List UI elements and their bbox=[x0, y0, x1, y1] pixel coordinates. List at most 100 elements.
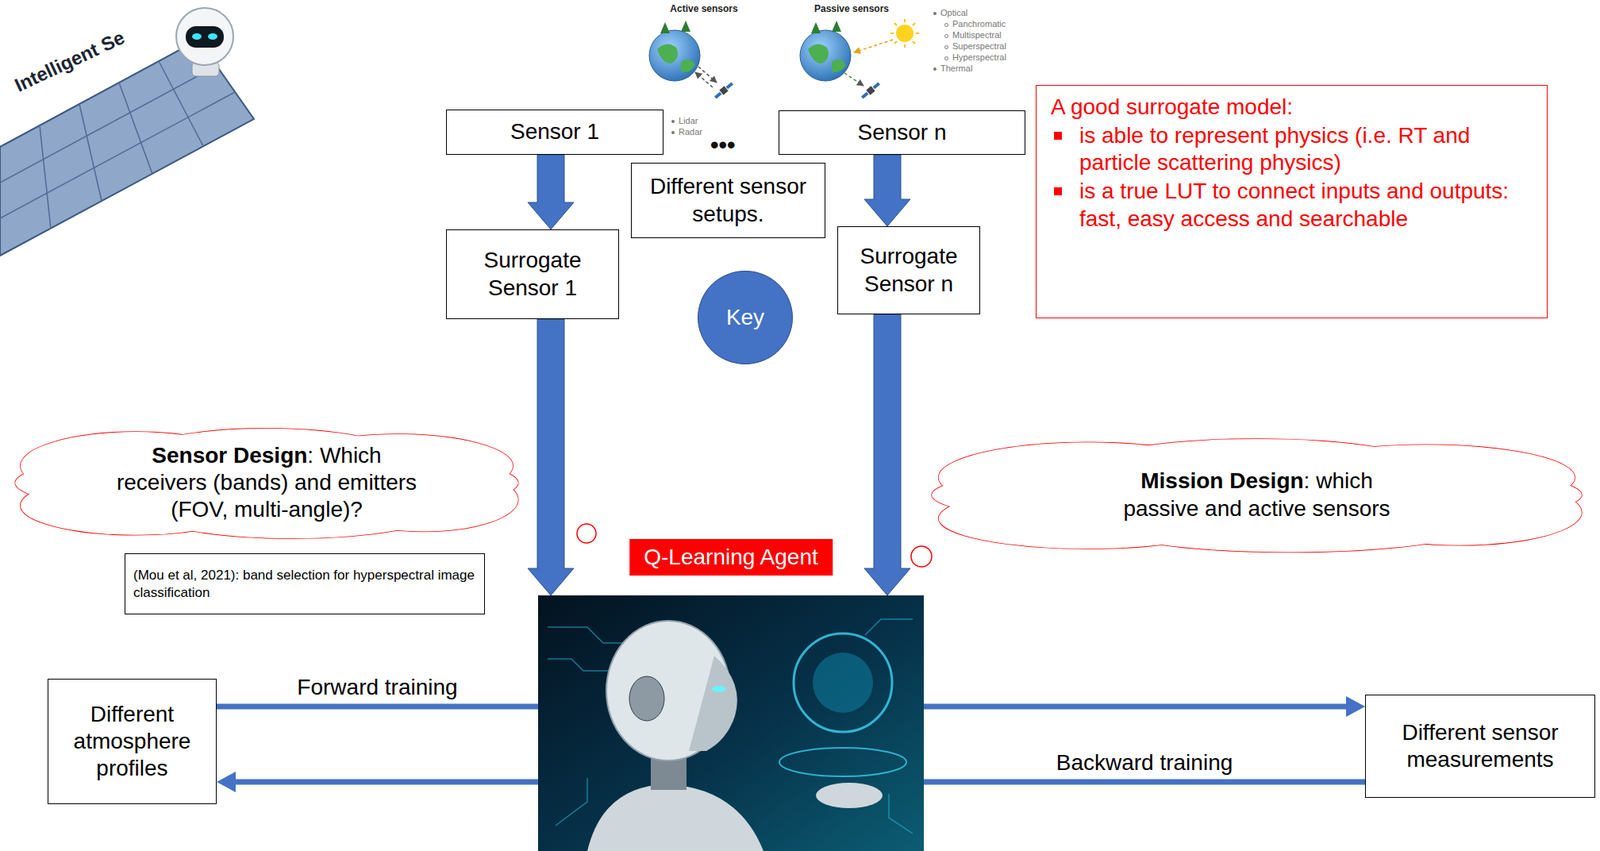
ray bbox=[912, 23, 916, 26]
bullet-item: Multispectral bbox=[944, 30, 1002, 40]
bullet-dot bbox=[933, 67, 937, 71]
arrow-line bbox=[235, 779, 539, 785]
tree bbox=[811, 22, 821, 34]
sensor-list-subitem: Hyperspectral bbox=[952, 52, 1007, 62]
arrow-line bbox=[216, 703, 539, 710]
thought-bubble bbox=[576, 523, 597, 543]
bullet-dot bbox=[944, 23, 949, 27]
satellite-wing bbox=[861, 92, 869, 100]
ray bbox=[903, 19, 906, 23]
cloud-outline bbox=[918, 436, 1596, 554]
bullet-item: Lidar bbox=[671, 115, 698, 126]
cloud-text: Sensor Design: Which receivers (bands) a… bbox=[103, 442, 430, 524]
note-box: A good surrogate model:is able to repres… bbox=[1035, 84, 1548, 319]
signal-arrow bbox=[844, 73, 864, 86]
edge-label: Backward training bbox=[1053, 750, 1237, 776]
sensor-list-subitem: Superspectral bbox=[952, 41, 1007, 51]
robot-face bbox=[688, 655, 738, 751]
signal-arrow bbox=[695, 72, 713, 88]
circuit bbox=[888, 793, 913, 834]
sensor-box: Sensor 1 bbox=[446, 109, 664, 155]
arrow-head bbox=[216, 771, 236, 793]
process-box: Different sensor setups. bbox=[630, 162, 826, 239]
circuit bbox=[547, 658, 612, 671]
bullet-dot bbox=[671, 130, 675, 135]
circuit bbox=[555, 777, 588, 826]
agent-heading: Q-Learning Agent bbox=[629, 538, 833, 576]
sensor-type-heading-wrap: Active sensors bbox=[664, 3, 744, 15]
node-text: Surrogate Sensor 1 bbox=[456, 246, 609, 301]
bullet-square bbox=[1053, 187, 1062, 196]
panel-line bbox=[0, 92, 235, 219]
key-circle: Key bbox=[697, 270, 793, 365]
sensor-list-subitem: Panchromatic bbox=[952, 19, 1006, 29]
bullet-item: Hyperspectral bbox=[944, 52, 1007, 62]
ray bbox=[894, 41, 897, 44]
cloud-heading: Mission Design bbox=[1140, 468, 1304, 493]
block-arrow bbox=[864, 314, 911, 596]
ray bbox=[915, 32, 920, 35]
connector bbox=[864, 314, 911, 596]
block-arrow bbox=[864, 154, 911, 227]
bullet-dot bbox=[933, 11, 937, 16]
land bbox=[657, 43, 678, 64]
node-text: Key bbox=[726, 304, 765, 331]
sensor-list-item: Thermal bbox=[940, 63, 973, 74]
thought-cloud: Sensor Design: Which receivers (bands) a… bbox=[4, 426, 529, 539]
robot-eye bbox=[207, 33, 218, 40]
connector bbox=[527, 319, 574, 596]
sensor-type-heading-wrap: Passive sensors bbox=[811, 3, 892, 15]
circuit bbox=[865, 619, 913, 635]
block-arrow bbox=[527, 154, 574, 230]
panel-line bbox=[39, 125, 51, 229]
bullet-row: is a true LUT to connect inputs and outp… bbox=[1050, 177, 1533, 232]
surrogate-box: Surrogate Sensor 1 bbox=[446, 229, 620, 320]
land bbox=[831, 59, 847, 73]
land bbox=[680, 59, 696, 73]
satellite-wing bbox=[873, 81, 881, 89]
connector bbox=[864, 154, 911, 227]
node-text: Different sensor measurements bbox=[1375, 719, 1585, 774]
hologram-platform bbox=[779, 747, 907, 777]
arrow-head bbox=[1346, 696, 1366, 717]
robot-head bbox=[176, 7, 234, 66]
cloud-text: Mission Design: which passive and active… bbox=[1106, 467, 1408, 522]
sensor-list-item: Radar bbox=[678, 126, 703, 137]
ellipsis-mark: ••• bbox=[710, 131, 736, 158]
reference-box: (Mou et al, 2021): band selection for hy… bbox=[124, 553, 485, 615]
small-satellite bbox=[713, 80, 735, 100]
node-text: Different atmosphere profiles bbox=[57, 700, 207, 782]
thought-cloud: Mission Design: which passive and active… bbox=[918, 436, 1596, 554]
node-text: Surrogate Sensor n bbox=[847, 242, 970, 297]
connector bbox=[527, 154, 574, 230]
connector bbox=[923, 781, 1366, 783]
robot-shoulders bbox=[587, 784, 764, 851]
bullet-item: Radar bbox=[671, 126, 703, 137]
ray bbox=[912, 41, 916, 44]
robot-ear bbox=[629, 676, 665, 721]
signal-arrow bbox=[698, 66, 717, 83]
satellite-title: Intelligent Se bbox=[11, 26, 128, 97]
sun-rays bbox=[890, 19, 920, 48]
robot-eye bbox=[192, 33, 202, 40]
tree bbox=[680, 20, 691, 32]
data-box: Different sensor measurements bbox=[1365, 694, 1596, 798]
satellite-wing bbox=[714, 92, 722, 100]
bullet-dot bbox=[944, 45, 949, 50]
connector bbox=[216, 706, 539, 708]
note-bullet: is a true LUT to connect inputs and outp… bbox=[1079, 177, 1533, 232]
hologram-core bbox=[812, 652, 874, 713]
agent-picture: Q-Learning Agent bbox=[538, 595, 924, 851]
hologram-ring bbox=[793, 633, 893, 732]
sensor-type-heading: Passive sensors bbox=[814, 3, 889, 15]
bullet-dot bbox=[944, 56, 949, 61]
arrow-line bbox=[923, 779, 1366, 785]
edge-label: Forward training bbox=[293, 674, 461, 700]
surrogate-box: Surrogate Sensor n bbox=[837, 226, 981, 315]
node-text: Sensor n bbox=[857, 119, 947, 147]
bullet-row: is able to represent physics (i.e. RT an… bbox=[1050, 122, 1533, 177]
ray bbox=[890, 32, 894, 35]
bullet-item: Panchromatic bbox=[944, 19, 1006, 29]
note-heading: A good surrogate model: bbox=[1050, 93, 1533, 121]
